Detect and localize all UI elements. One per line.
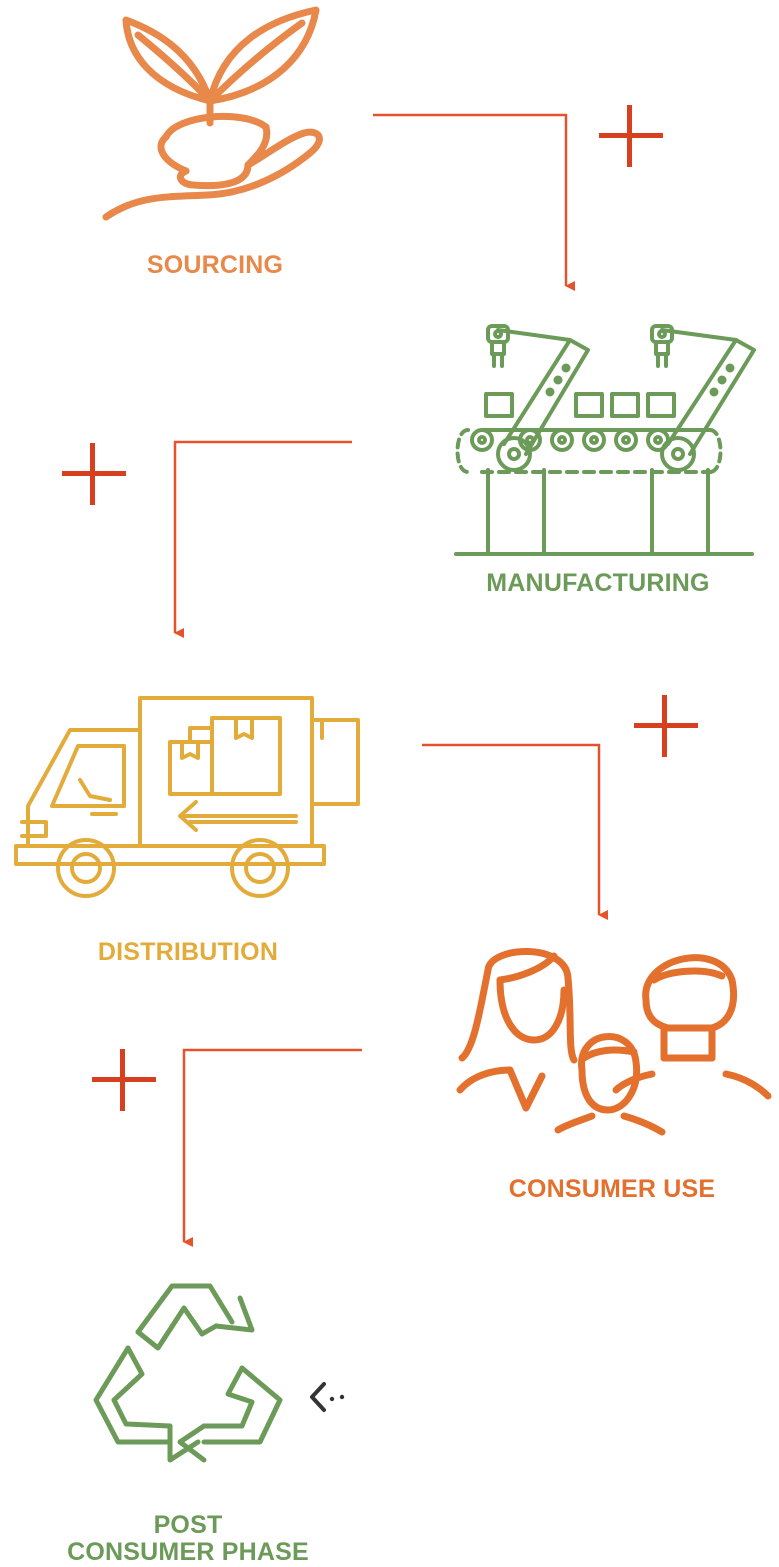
stage-label-manufacturing: MANUFACTURING [486, 569, 710, 597]
plus-icon [62, 443, 126, 505]
expand-manufacturing-button[interactable] [62, 443, 126, 505]
connector-manufacturing-to-distribution [173, 440, 352, 638]
plus-icon [634, 695, 698, 757]
robotic-assembly-line-icon [454, 324, 756, 556]
connector-distribution-to-consumer-use [422, 743, 608, 920]
stage-label-consumer-use: CONSUMER USE [508, 1175, 716, 1203]
delivery-truck-icon [14, 696, 360, 898]
people-group-icon [456, 948, 772, 1136]
expand-consumer-use-button[interactable] [92, 1049, 156, 1111]
stage-label-post-consumer-phase: POST CONSUMER PHASE [58, 1512, 318, 1566]
expand-sourcing-button[interactable] [599, 105, 663, 167]
plant-in-hand-icon [102, 6, 323, 221]
stage-label-sourcing: SOURCING [146, 251, 284, 279]
stage-label-line-2: CONSUMER PHASE [67, 1538, 309, 1566]
stage-label-distribution: DISTRIBUTION [97, 938, 279, 966]
back-button[interactable] [306, 1380, 350, 1414]
connector-consumer-use-to-post-consumer [182, 1048, 362, 1247]
plus-icon [599, 105, 663, 167]
chevron-left-dotted-icon [310, 1382, 345, 1412]
stage-label-line-1: POST [153, 1511, 223, 1539]
recycle-icon [93, 1283, 283, 1463]
connector-sourcing-to-manufacturing [373, 113, 575, 291]
expand-distribution-button[interactable] [634, 695, 698, 757]
plus-icon [92, 1049, 156, 1111]
